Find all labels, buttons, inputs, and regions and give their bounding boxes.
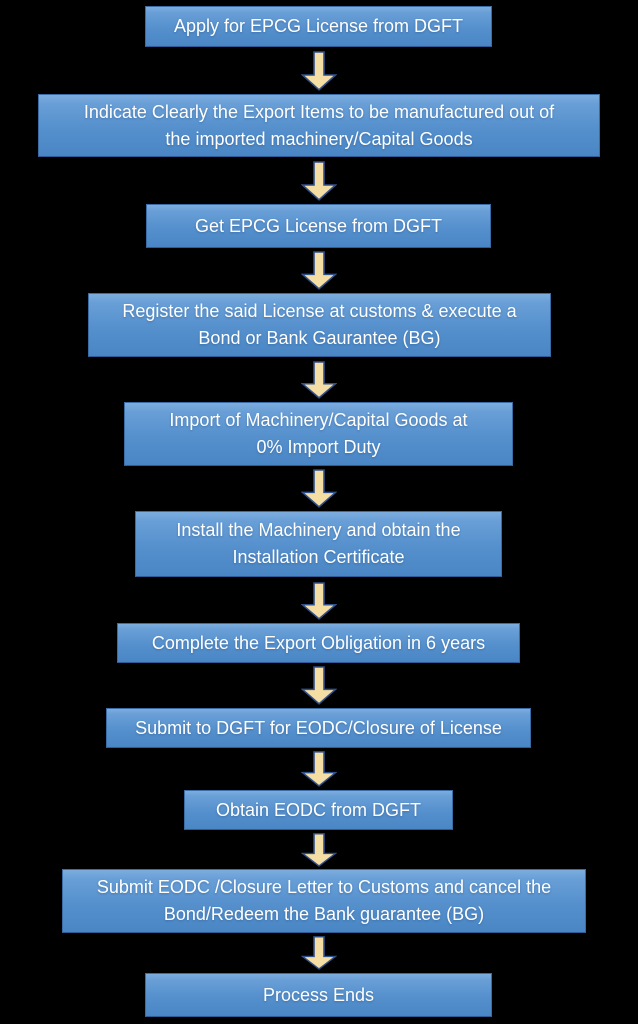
arrow-down-icon (301, 582, 337, 620)
flow-step-1: Apply for EPCG License from DGFT (145, 6, 492, 47)
flow-step-6: Install the Machinery and obtain the Ins… (135, 511, 502, 577)
arrow-down-icon (301, 51, 337, 91)
arrow-down-icon (301, 751, 337, 787)
arrow-down-icon (301, 161, 337, 201)
flow-step-9: Obtain EODC from DGFT (184, 790, 453, 830)
flow-step-10: Submit EODC /Closure Letter to Customs a… (62, 869, 586, 933)
arrow-down-icon (301, 833, 337, 867)
flow-step-4: Register the said License at customs & e… (88, 293, 551, 357)
arrow-down-icon (301, 666, 337, 705)
arrow-down-icon (301, 361, 337, 399)
flow-step-3: Get EPCG License from DGFT (146, 204, 491, 248)
arrow-down-icon (301, 936, 337, 970)
arrow-down-icon (301, 469, 337, 508)
arrow-down-icon (301, 251, 337, 290)
flow-step-11: Process Ends (145, 973, 492, 1017)
flow-step-2: Indicate Clearly the Export Items to be … (38, 94, 600, 157)
flow-step-8: Submit to DGFT for EODC/Closure of Licen… (106, 708, 531, 748)
flow-step-5: Import of Machinery/Capital Goods at 0% … (124, 402, 513, 466)
flow-step-7: Complete the Export Obligation in 6 year… (117, 623, 520, 663)
